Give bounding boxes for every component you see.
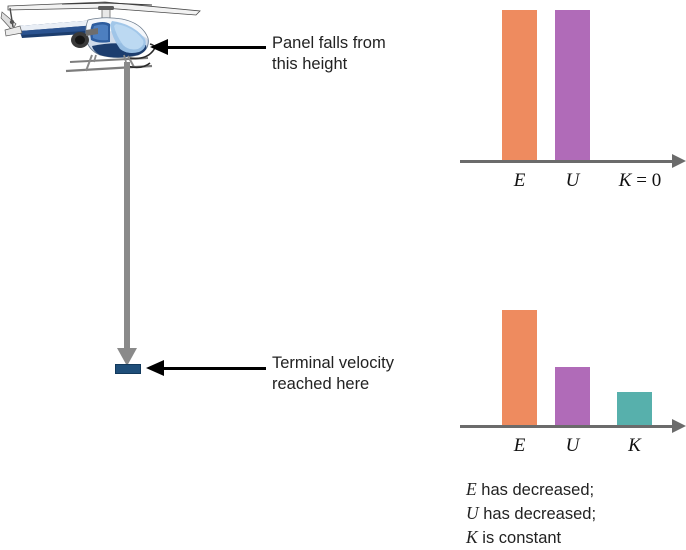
fall-path-shaft bbox=[124, 62, 130, 354]
top-chart-tick-label-K-var: K bbox=[618, 170, 632, 191]
top-chart-plot-area bbox=[455, 0, 686, 160]
bottom-chart-tick-label-E: E bbox=[513, 435, 526, 456]
bar-E bbox=[502, 10, 537, 160]
caption-line-2-variable: U bbox=[466, 503, 479, 523]
bottom-callout-arrow-icon bbox=[146, 360, 164, 376]
bottom-chart-plot-area bbox=[455, 295, 686, 425]
top-chart-tick-label-K-value: = 0 bbox=[631, 170, 662, 191]
caption-line-2: U has decreased; bbox=[466, 502, 681, 526]
bottom-callout-leader-line bbox=[164, 367, 266, 370]
caption-line-3-variable: K bbox=[466, 527, 478, 547]
top-callout-arrow-icon bbox=[150, 39, 168, 55]
falling-panel bbox=[115, 364, 141, 374]
bottom-chart-axis-arrow-icon bbox=[672, 419, 686, 433]
caption-line-1-variable: E bbox=[466, 479, 477, 499]
bar-U bbox=[555, 10, 590, 160]
top-callout-leader-line bbox=[168, 46, 266, 49]
caption-line-3-text: is constant bbox=[477, 529, 562, 547]
energy-bar-chart-at-release: E U K = 0 bbox=[455, 0, 686, 200]
top-chart-tick-label-E: E bbox=[513, 170, 526, 191]
energy-bar-chart-at-terminal-velocity: E U K bbox=[455, 295, 686, 470]
caption-line-2-text: has decreased; bbox=[478, 505, 597, 523]
bar-U bbox=[555, 367, 590, 425]
bottom-chart-axis bbox=[460, 425, 672, 428]
bottom-chart-tick-label-K: K bbox=[628, 435, 641, 456]
top-chart-axis-arrow-icon bbox=[672, 154, 686, 168]
bar-E bbox=[502, 310, 537, 425]
figure-caption: E has decreased; U has decreased; K is c… bbox=[466, 478, 681, 550]
fall-direction-arrow-icon bbox=[117, 348, 137, 366]
top-chart-tick-label-U: U bbox=[565, 170, 580, 191]
top-callout-label: Panel falls from this height bbox=[272, 34, 386, 73]
caption-line-1-text: has decreased; bbox=[476, 481, 595, 499]
bottom-callout-label: Terminal velocity reached here bbox=[272, 354, 394, 393]
helicopter-illustration bbox=[0, 1, 201, 73]
caption-line-1: E has decreased; bbox=[466, 478, 681, 502]
top-chart-axis bbox=[460, 160, 672, 163]
bottom-chart-tick-label-U: U bbox=[565, 435, 580, 456]
bar-K bbox=[617, 392, 652, 425]
caption-line-3: K is constant bbox=[466, 526, 681, 550]
top-chart-tick-label-K: K = 0 bbox=[605, 170, 675, 192]
